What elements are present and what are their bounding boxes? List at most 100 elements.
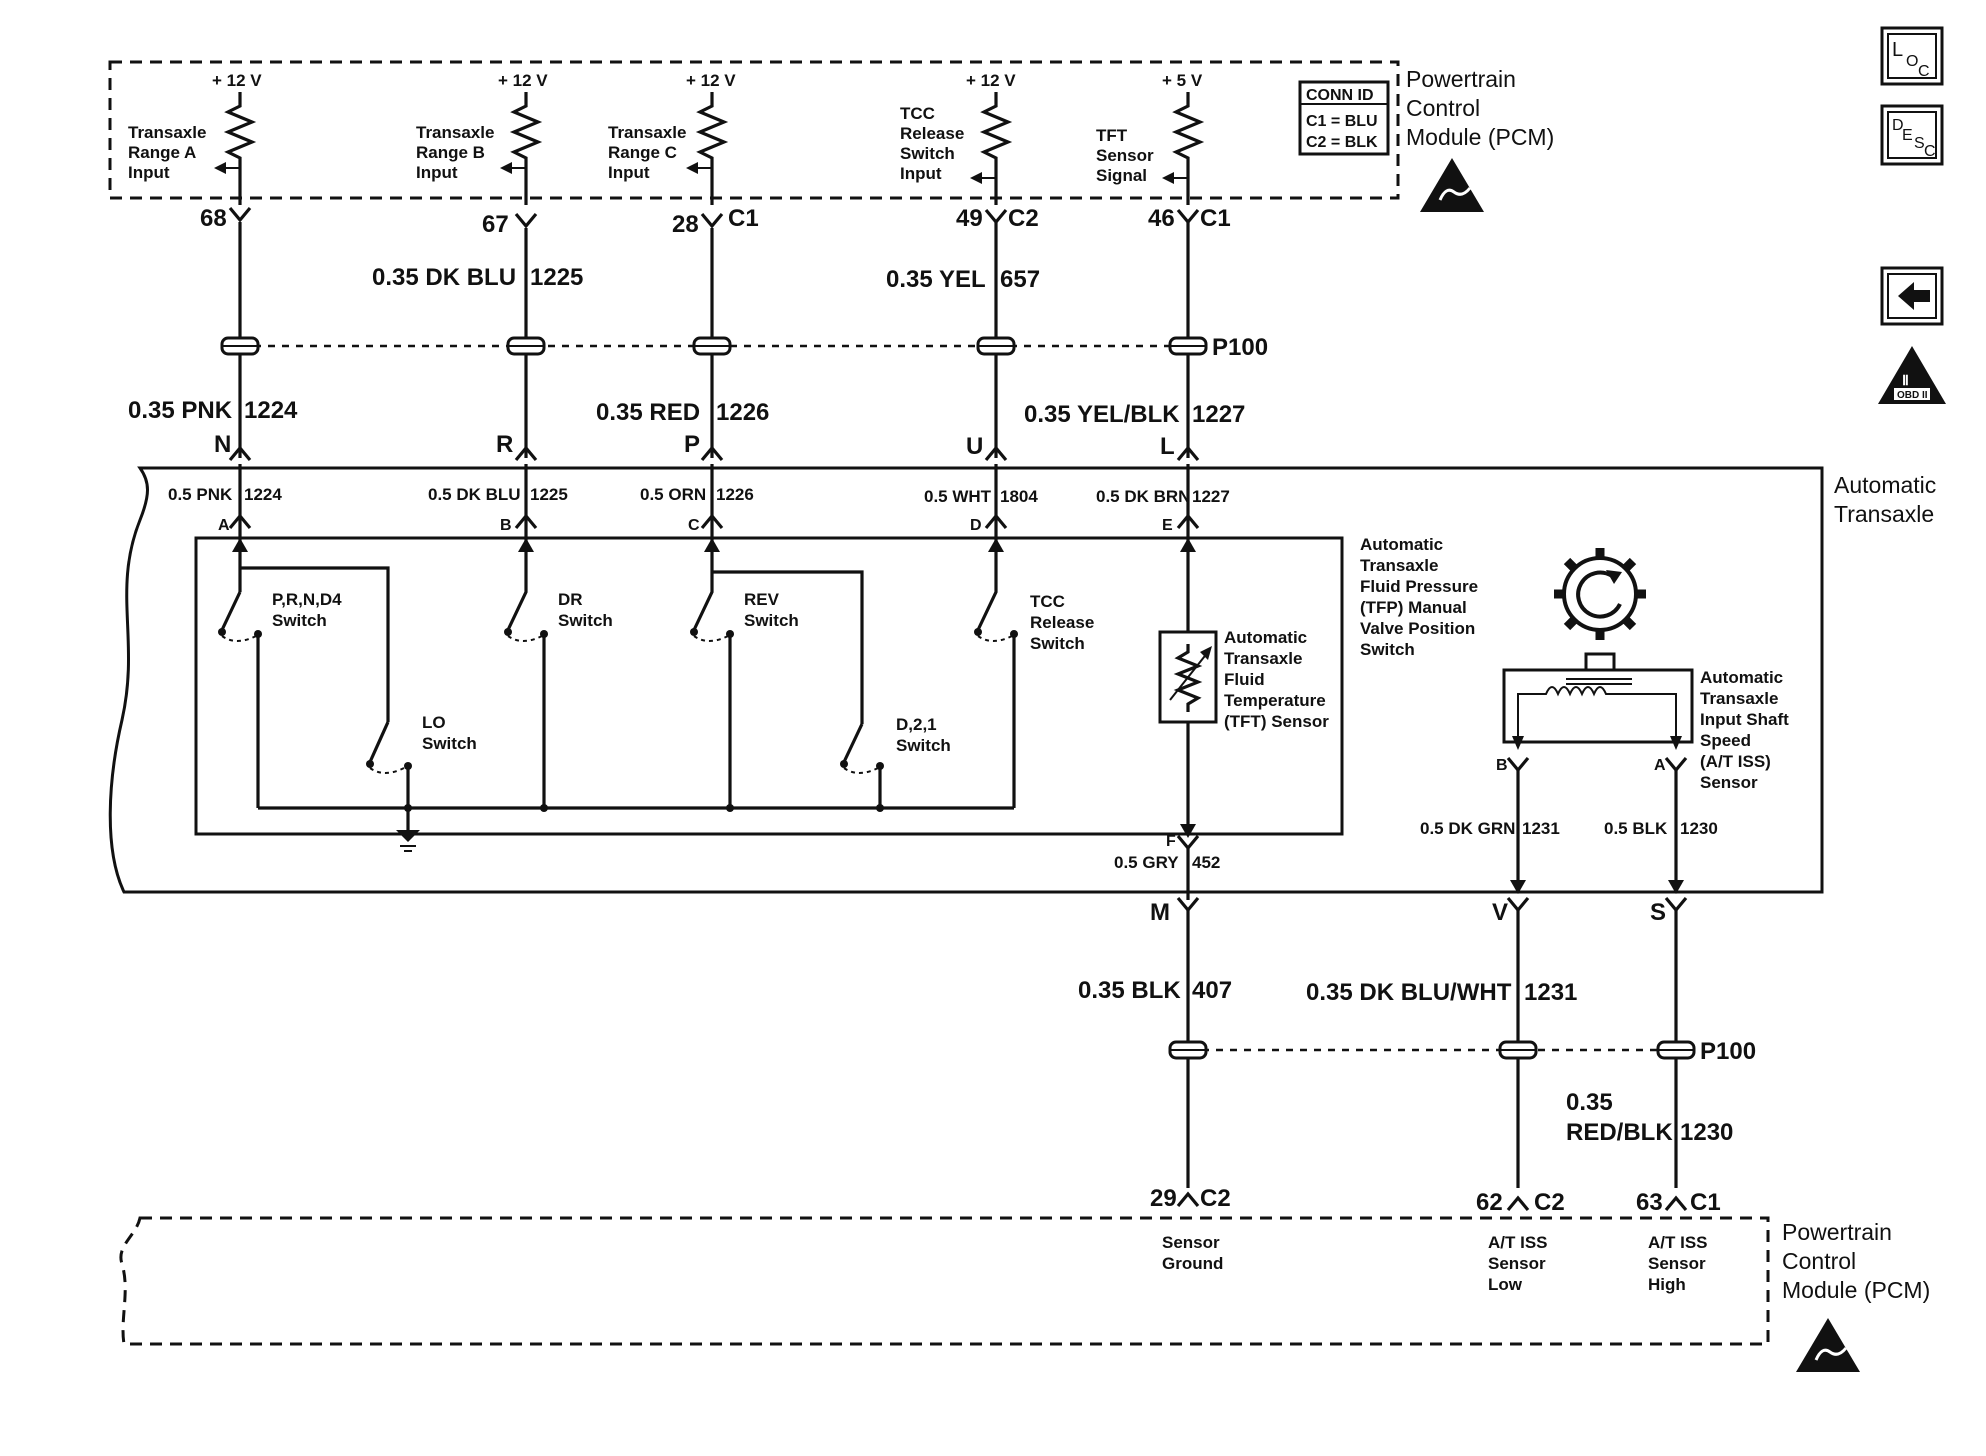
pin-letter: B (500, 517, 512, 534)
splice-label: P100 (1700, 1038, 1756, 1065)
loc-button[interactable]: L O C (1880, 26, 1944, 86)
pin-letter: A (218, 517, 230, 534)
wire-circuit: 1231 (1524, 979, 1577, 1006)
pin-letter: E (1162, 517, 1173, 534)
pcm-input-3: + 12 V TCC Release Switch Input (900, 71, 1016, 205)
pin-letter: F (1166, 833, 1176, 850)
pin-letter: D (970, 517, 982, 534)
pin-number: 68 (200, 205, 227, 232)
wire-size-line: 0.35 (1566, 1089, 1613, 1116)
connector-letter: P (684, 431, 700, 458)
pcm-input-0: + 12 V Transaxle Range A Input (128, 71, 262, 205)
tft-label-line: Automatic (1224, 628, 1307, 647)
pcm-top-title-3: Module (PCM) (1406, 124, 1554, 150)
wire-size-color: 0.35 YEL (886, 266, 986, 293)
switch-label-dr: DR (558, 590, 583, 609)
pcm-input-label-line: Input (416, 163, 458, 182)
transaxle-box: Automatic Transaxle (108, 466, 1936, 894)
wire-circuit: 657 (1000, 266, 1040, 293)
obd-ii-button[interactable]: OBD II Ⅱ (1878, 346, 1946, 404)
wire-size-color: 0.5 WHT (924, 487, 992, 506)
wire-circuit: 1230 (1680, 819, 1718, 838)
connector-id: C1 (1200, 205, 1231, 232)
back-arrow-button[interactable] (1880, 266, 1944, 326)
connector-letter: S (1650, 899, 1666, 926)
pcm-input-4: + 5 V TFT Sensor Signal (1096, 71, 1205, 205)
wire-circuit: 1224 (244, 485, 282, 504)
switch-labels: P,R,N,D4 Switch DR Switch REV Switch TCC… (272, 590, 1094, 755)
switch-label-lo: LO (422, 713, 446, 732)
pcm-input-voltage: + 5 V (1162, 71, 1203, 90)
wire-circuit: 1225 (530, 264, 583, 291)
pcm-input-label-line: TFT (1096, 126, 1128, 145)
desc-letter: E (1902, 127, 1913, 144)
connector-letter: M (1150, 899, 1170, 926)
iss-label-line: (A/T ISS) (1700, 752, 1771, 771)
conn-id-box: CONN ID C1 = BLU C2 = BLK (1298, 80, 1390, 156)
back-arrow-icon (1898, 282, 1930, 310)
connector-letter: U (966, 433, 983, 460)
pcm-input-label-line: Input (608, 163, 650, 182)
connector-letter: L (1160, 433, 1175, 460)
switch-label-prnd4: P,R,N,D4 (272, 590, 342, 609)
pcm-input-label-line: Input (128, 163, 170, 182)
wire-circuit: 1227 (1192, 401, 1245, 428)
pcm-input-label-line: Transaxle (608, 123, 686, 142)
obd-ii-label: OBD II (1897, 390, 1928, 401)
iss-sensor: Automatic Transaxle Input Shaft Speed (A… (1420, 548, 1789, 894)
wire-circuit: 1231 (1522, 819, 1560, 838)
wire-circuit: 1226 (716, 399, 769, 426)
tft-label-line: Transaxle (1224, 649, 1302, 668)
pin-number: 63 (1636, 1189, 1663, 1216)
pcm-input-1: + 12 V Transaxle Range B Input (416, 71, 548, 205)
switch-label-rev: REV (744, 590, 780, 609)
pin-number: 67 (482, 211, 509, 238)
transaxle-title-2: Transaxle (1834, 501, 1934, 527)
wire-circuit: 1224 (244, 397, 298, 424)
iss-label-line: Speed (1700, 731, 1751, 750)
switch-label-tcc: TCC (1030, 592, 1065, 611)
pin-number: 49 (956, 205, 983, 232)
desc-letter: C (1924, 143, 1936, 160)
pcm-bottom-title-2: Control (1782, 1248, 1856, 1274)
connector-id: C1 (728, 205, 759, 232)
tfp-label-line: Transaxle (1360, 556, 1438, 575)
pin-letter: C (688, 517, 700, 534)
wire-size-color: 0.5 ORN (640, 485, 706, 504)
connector-letter: R (496, 431, 513, 458)
pcm-top-box: Powertrain Control Module (PCM) (108, 60, 1554, 212)
wire-size-color: 0.35 RED (596, 399, 700, 426)
connector-id: C2 (1534, 1189, 1565, 1216)
tft-label-line: Fluid (1224, 670, 1265, 689)
pcm-input-label-line: Switch (900, 144, 955, 163)
esd-warning-icon (1796, 1318, 1860, 1372)
conn-id-c2: C2 = BLK (1306, 134, 1378, 151)
desc-letter: D (1892, 117, 1904, 134)
wire-circuit: 1226 (716, 485, 754, 504)
wire-circuit: 407 (1192, 977, 1232, 1004)
pcm-bottom-title-3: Module (PCM) (1782, 1277, 1930, 1303)
wire-size-line: RED/BLK (1566, 1119, 1673, 1146)
iss-label-line: Sensor (1700, 773, 1758, 792)
wire-circuit: 1230 (1680, 1119, 1733, 1146)
pcm-output-label-line: High (1648, 1275, 1686, 1294)
pcm-top-title-1: Powertrain (1406, 66, 1516, 92)
pin-number: 46 (1148, 205, 1175, 232)
connector-id: C1 (1690, 1189, 1721, 1216)
splice-label: P100 (1212, 334, 1268, 361)
tft-label-line: (TFT) Sensor (1224, 712, 1329, 731)
tfp-switch-box: Automatic Transaxle Fluid Pressure (TFP)… (194, 535, 1478, 836)
transaxle-inline-connector: N R P U L (214, 431, 1200, 462)
wire-size-color: 0.35 DK BLU (372, 264, 516, 291)
pcm-bottom-pins: 29 C2 62 C2 63 C1 (1150, 1185, 1721, 1216)
pcm-input-label-line: Range C (608, 143, 677, 162)
desc-button[interactable]: D E S C (1880, 104, 1944, 166)
switch-label-rev: Switch (744, 611, 799, 630)
pcm-input-2: + 12 V Transaxle Range C Input (608, 71, 736, 205)
pcm-input-label-line: Range B (416, 143, 485, 162)
pcm-input-label-line: Sensor (1096, 146, 1154, 165)
pin-letter: B (1496, 757, 1508, 774)
connector-letter: N (214, 431, 231, 458)
pin-number: 29 (1150, 1185, 1177, 1212)
tft-sensor: Automatic Transaxle Fluid Temperature (T… (1158, 560, 1329, 838)
